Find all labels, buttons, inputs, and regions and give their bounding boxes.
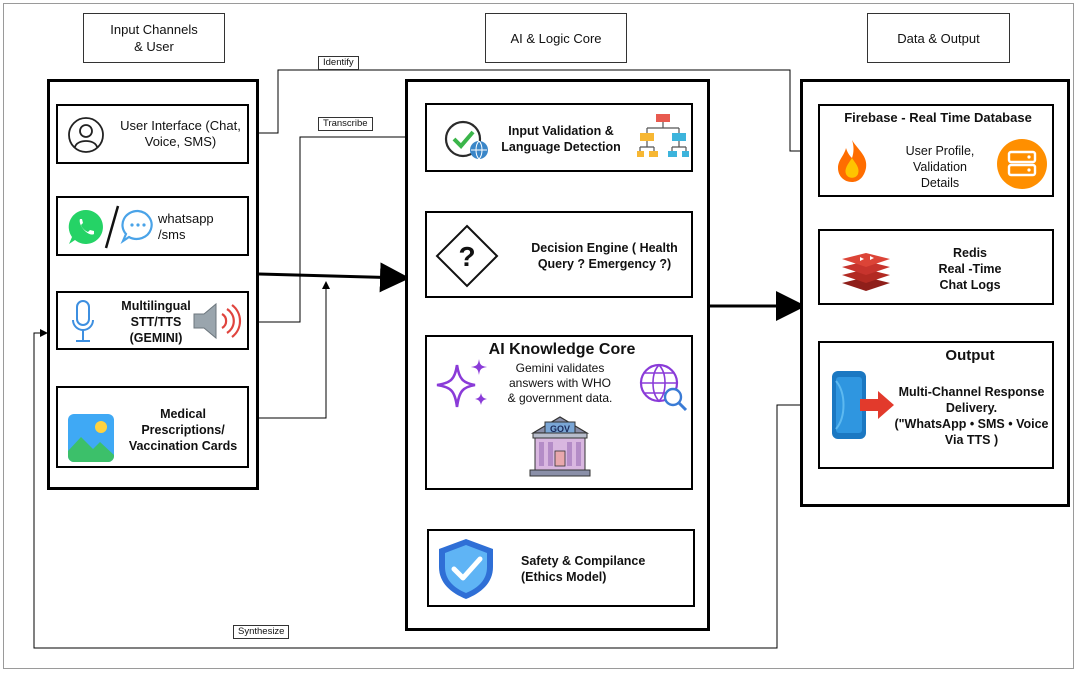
whatsapp-sms-label: whatsapp /sms	[158, 211, 214, 242]
transcribe-line	[248, 133, 425, 323]
image-icon	[68, 414, 114, 462]
label-transcribe: Transcribe	[318, 117, 373, 131]
government-building-icon	[529, 416, 591, 477]
header-input-channels: Input Channels & User	[83, 13, 225, 63]
safety-compliance-node: Safety & Compilance (Ethics Model)	[427, 529, 695, 607]
gov-sign-label: GOV	[549, 424, 570, 434]
slash-divider	[104, 205, 120, 249]
input-validation-node: Input Validation & Language Detection	[425, 103, 693, 172]
firebase-flame-icon	[838, 140, 867, 182]
phone-arrow-icon	[832, 371, 894, 439]
identify-line	[247, 69, 818, 155]
label-synthesize: Synthesize	[233, 625, 290, 639]
header-ai-logic-core: AI & Logic Core	[485, 13, 627, 63]
safety-compliance-label: Safety & Compilance (Ethics Model)	[521, 554, 646, 584]
medical-line	[250, 281, 330, 419]
question-diamond-icon: ?	[435, 224, 499, 288]
output-description: Multi-Channel Response Delivery. ("Whats…	[894, 385, 1049, 447]
input-validation-label: Input Validation & Language Detection	[501, 124, 621, 154]
firebase-title: Firebase - Real Time Database	[844, 110, 1032, 125]
diagram-frame	[3, 3, 1074, 669]
microphone-icon	[72, 300, 94, 342]
database-server-icon	[997, 139, 1047, 189]
output-title: Output	[945, 347, 995, 364]
label-identify: Identify	[318, 56, 359, 70]
decision-engine-node: ? Decision Engine ( Health Query ? Emerg…	[425, 211, 693, 298]
header-data-output: Data & Output	[867, 13, 1010, 63]
hierarchy-icon	[637, 114, 689, 157]
medical-documents-label: Medical Prescriptions/ Vaccination Cards	[128, 407, 238, 453]
redis-node: Redis Real -Time Chat Logs	[818, 229, 1054, 305]
ai-knowledge-core-node: AI Knowledge Core Gemini validates answe…	[425, 335, 693, 490]
medical-documents-node: Medical Prescriptions/ Vaccination Cards	[56, 386, 249, 468]
whatsapp-icon	[68, 209, 103, 244]
ai-knowledge-core-title: AI Knowledge Core	[488, 341, 636, 358]
whatsapp-sms-node: whatsapp /sms	[56, 196, 249, 256]
output-delivery-node: Output Multi-Channel Response Delivery. …	[818, 341, 1054, 469]
user-interface-label: User Interface (Chat, Voice, SMS)	[120, 118, 241, 149]
stt-tts-label: Multilingual STT/TTS (GEMINI)	[121, 299, 191, 345]
check-globe-icon	[444, 120, 488, 160]
user-interface-node: User Interface (Chat, Voice, SMS)	[56, 104, 249, 164]
synthesize-line	[33, 329, 826, 649]
sms-bubble-icon	[120, 209, 153, 244]
redis-label: Redis Real -Time Chat Logs	[938, 246, 1002, 292]
firebase-description: User Profile, Validation Details	[905, 144, 975, 190]
arrow-input-to-core	[258, 262, 410, 293]
stt-tts-node: Multilingual STT/TTS (GEMINI)	[56, 291, 249, 350]
sparkles-icon	[436, 359, 487, 408]
user-icon	[68, 117, 104, 153]
redis-icon	[842, 253, 890, 291]
svg-text:?: ?	[458, 241, 475, 272]
firebase-node: Firebase - Real Time Database User Profi…	[818, 104, 1054, 197]
ai-knowledge-core-description: Gemini validates answers with WHO & gove…	[507, 361, 613, 405]
decision-engine-label: Decision Engine ( Health Query ? Emergen…	[531, 241, 678, 271]
globe-search-icon	[639, 363, 688, 412]
speaker-icon	[193, 302, 242, 340]
shield-check-icon	[439, 539, 493, 599]
